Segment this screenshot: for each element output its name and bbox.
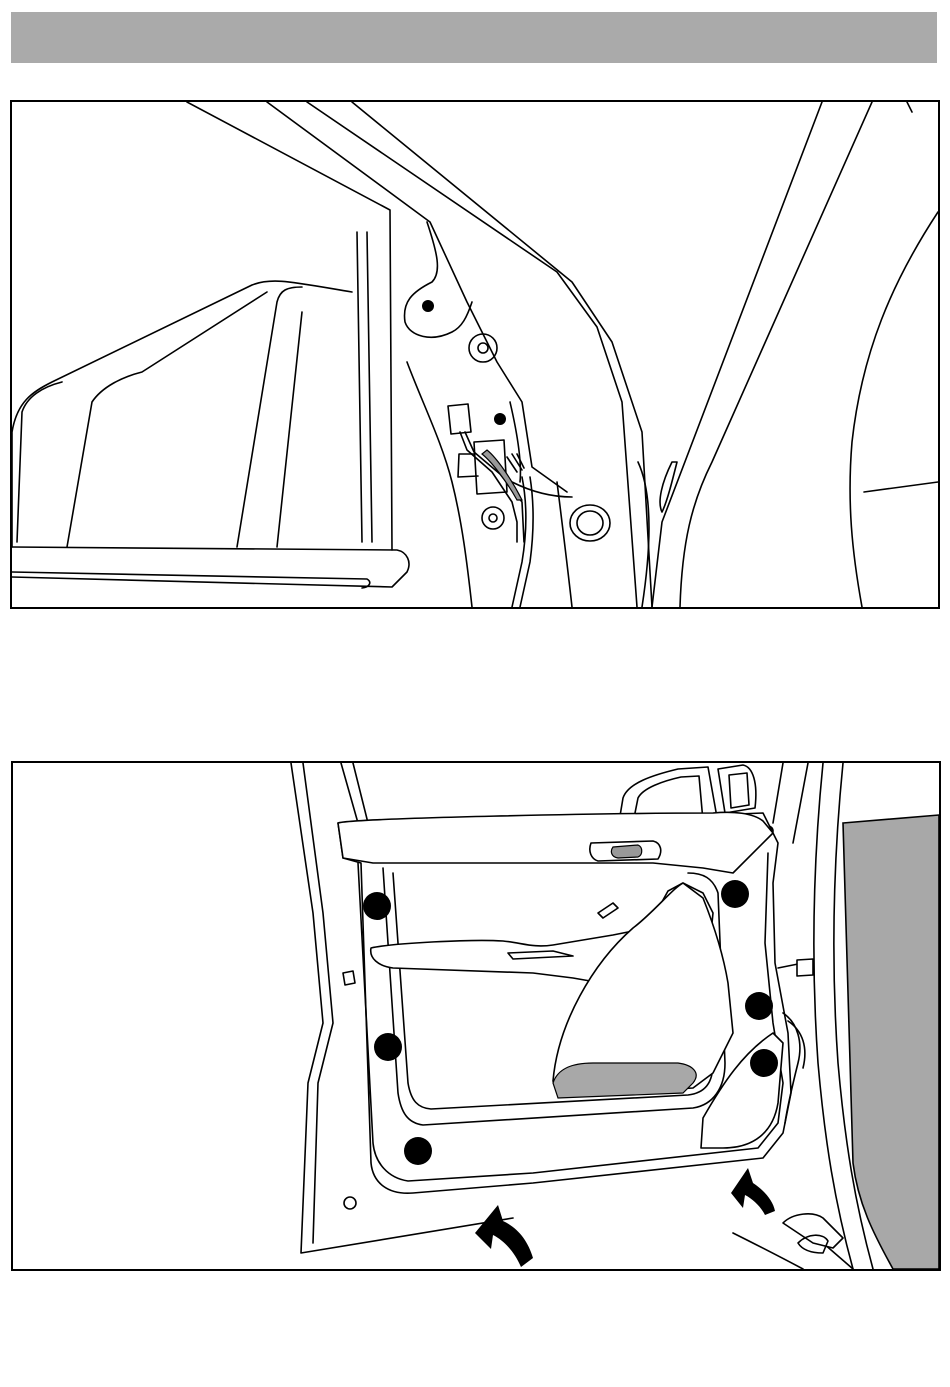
pry-arrow [475,1205,533,1267]
clip-marker [404,1137,432,1165]
header-bar [11,12,937,63]
clip-marker [721,880,749,908]
window-frame [187,102,652,607]
connector-icon [448,404,533,607]
window-sill [12,547,409,588]
pillar-panel [404,222,610,607]
pillar-connector-illustration [12,102,938,607]
clip-marker [750,1049,778,1077]
clip-marker [363,892,391,920]
clip-marker [745,992,773,1020]
clip-marker [374,1033,402,1061]
pry-arrow [731,1168,775,1215]
figure-door-trim [11,761,941,1271]
door-trim-illustration [13,763,939,1269]
mount-point-dot [494,413,506,425]
figure-pillar-connector [10,100,940,609]
door-opening [638,102,938,607]
side-mirror [12,281,352,547]
mount-point-dot [422,300,434,312]
trim-panel [338,812,813,1193]
